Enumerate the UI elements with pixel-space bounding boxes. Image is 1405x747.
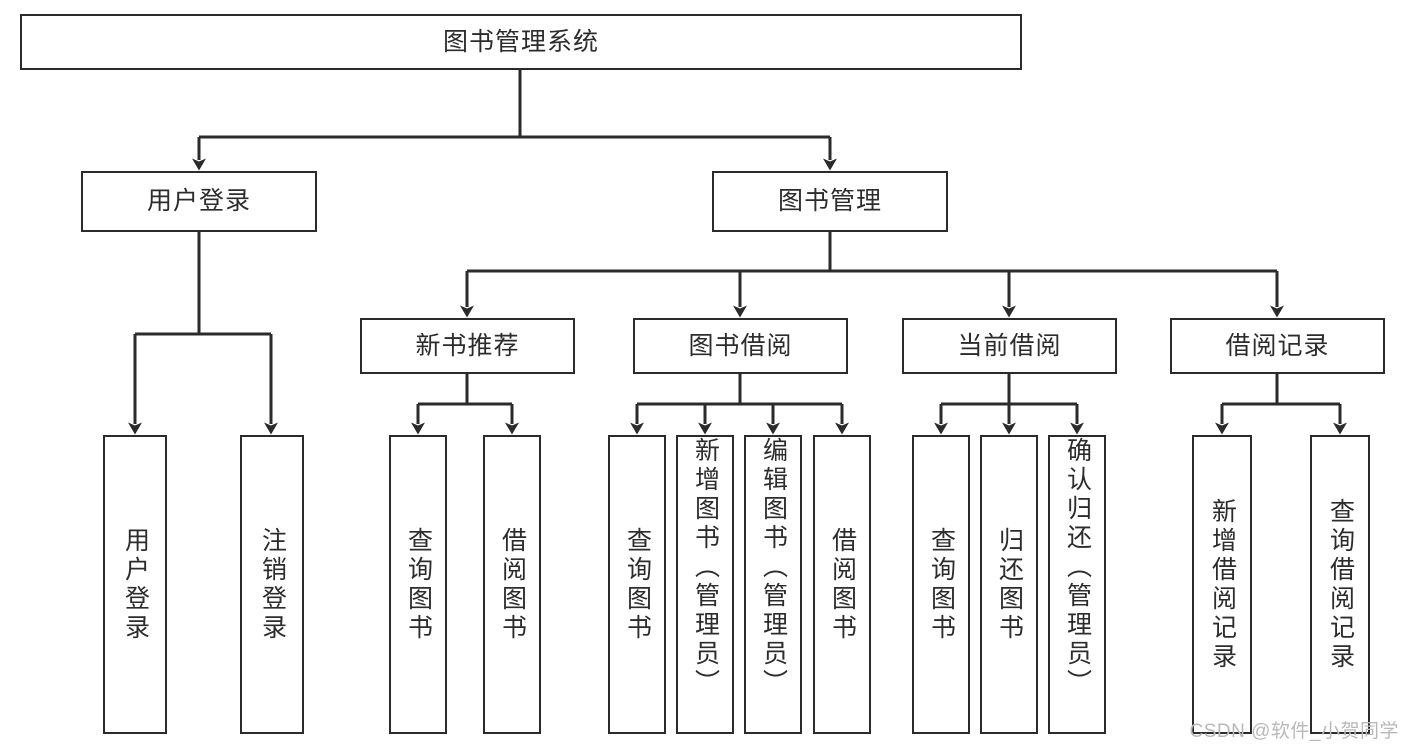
node-label: 用户登录 bbox=[146, 187, 251, 216]
node-leaf-logout-login[interactable]: 注销登录 bbox=[240, 435, 304, 734]
node-leaf-return-book[interactable]: 归还图书 bbox=[980, 435, 1038, 734]
node-leaf-confirm-return-admin[interactable]: 确认归还（管理员） bbox=[1048, 435, 1106, 734]
node-book-management-system[interactable]: 图书管理系统 bbox=[20, 14, 1022, 70]
node-label: 新增图书（管理员） bbox=[691, 437, 720, 698]
node-book-borrow[interactable]: 图书借阅 bbox=[633, 318, 848, 374]
node-leaf-user-login[interactable]: 用户登录 bbox=[103, 435, 167, 734]
node-label: 查询借阅记录 bbox=[1326, 497, 1355, 672]
node-label: 新书推荐 bbox=[415, 331, 520, 360]
node-book-manage[interactable]: 图书管理 bbox=[712, 171, 948, 232]
node-label: 借阅图书 bbox=[828, 526, 857, 643]
node-new-book-recommend[interactable]: 新书推荐 bbox=[360, 318, 575, 374]
node-label: 查询图书 bbox=[927, 526, 956, 643]
node-leaf-edit-book-admin[interactable]: 编辑图书（管理员） bbox=[744, 435, 802, 734]
node-leaf-query-book-1[interactable]: 查询图书 bbox=[389, 435, 447, 734]
node-label: 图书管理系统 bbox=[442, 27, 599, 56]
node-user-login[interactable]: 用户登录 bbox=[81, 171, 317, 232]
node-label: 注销登录 bbox=[258, 526, 287, 643]
node-label: 借阅图书 bbox=[498, 526, 527, 643]
node-label: 新增借阅记录 bbox=[1208, 497, 1237, 672]
node-leaf-add-borrow-record[interactable]: 新增借阅记录 bbox=[1192, 435, 1252, 734]
node-leaf-query-book-3[interactable]: 查询图书 bbox=[912, 435, 970, 734]
node-label: 图书管理 bbox=[777, 187, 882, 216]
node-label: 当前借阅 bbox=[957, 331, 1062, 360]
node-label: 归还图书 bbox=[995, 526, 1024, 643]
node-label: 查询图书 bbox=[404, 526, 433, 643]
node-leaf-borrow-book-1[interactable]: 借阅图书 bbox=[483, 435, 541, 734]
node-borrow-record[interactable]: 借阅记录 bbox=[1170, 318, 1385, 374]
node-leaf-add-book-admin[interactable]: 新增图书（管理员） bbox=[676, 435, 734, 734]
node-label: 查询图书 bbox=[623, 526, 652, 643]
node-label: 图书借阅 bbox=[688, 331, 793, 360]
node-label: 确认归还（管理员） bbox=[1063, 437, 1092, 698]
node-leaf-borrow-book-2[interactable]: 借阅图书 bbox=[813, 435, 871, 734]
node-leaf-query-borrow-record[interactable]: 查询借阅记录 bbox=[1310, 435, 1370, 734]
node-label: 编辑图书（管理员） bbox=[759, 437, 788, 698]
node-current-borrow[interactable]: 当前借阅 bbox=[902, 318, 1117, 374]
node-label: 借阅记录 bbox=[1225, 331, 1330, 360]
node-label: 用户登录 bbox=[121, 526, 150, 643]
node-leaf-query-book-2[interactable]: 查询图书 bbox=[608, 435, 666, 734]
